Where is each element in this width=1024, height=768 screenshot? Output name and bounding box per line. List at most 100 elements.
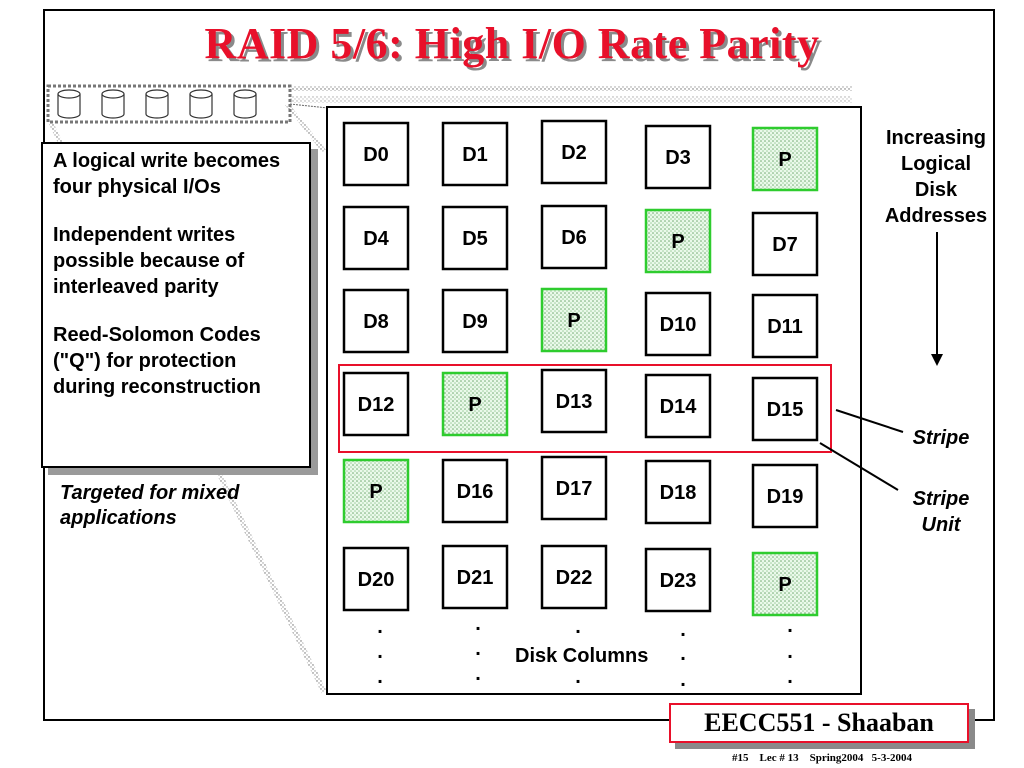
- block-box: [540, 455, 608, 521]
- continuation-dot: .: [377, 666, 383, 688]
- disk-cylinder-icon: [101, 89, 125, 119]
- block-label: D20: [358, 569, 395, 591]
- data-block: D13: [540, 368, 608, 434]
- block-label: P: [778, 574, 791, 596]
- block-box: [342, 458, 410, 524]
- continuation-dot: .: [787, 641, 793, 663]
- data-block: D10: [644, 291, 712, 357]
- block-label: P: [671, 231, 684, 253]
- zoom-band-top: [290, 86, 852, 91]
- zoom-band-top-shadow: [290, 96, 852, 103]
- continuation-dot: .: [377, 641, 383, 663]
- data-block: D6: [540, 204, 608, 270]
- parity-block: P: [342, 458, 410, 524]
- block-box: [540, 368, 608, 434]
- stripe-unit-label: Stripe Unit: [896, 486, 986, 538]
- stripe-label: Stripe: [912, 427, 970, 449]
- parity-block: P: [540, 287, 608, 353]
- block-label: D6: [561, 227, 587, 249]
- block-label: D5: [462, 228, 488, 250]
- disk-cylinder-icon: [57, 89, 81, 119]
- description-box: A logical write becomes four physical I/…: [41, 142, 311, 468]
- block-label: D17: [556, 478, 593, 500]
- targeted-note: Targeted for mixed applications: [60, 482, 240, 529]
- block-box: [342, 288, 410, 354]
- data-block: D1: [441, 121, 509, 187]
- stripe-highlight: [338, 364, 832, 453]
- block-box: [644, 291, 712, 357]
- data-block: D3: [644, 124, 712, 190]
- slide-number: #15: [732, 752, 749, 764]
- data-block: D9: [441, 288, 509, 354]
- data-block: D7: [751, 211, 819, 277]
- point-independent-writes: Independent writes possible because of i…: [53, 224, 245, 298]
- parity-block: P: [644, 208, 712, 274]
- block-box: [540, 544, 608, 610]
- block-label: D9: [462, 311, 488, 333]
- data-block: D19: [751, 463, 819, 529]
- block-label: P: [468, 394, 481, 416]
- data-block: D8: [342, 288, 410, 354]
- block-label: D21: [457, 567, 494, 589]
- block-box: [540, 204, 608, 270]
- block-box: [342, 546, 410, 612]
- block-label: D14: [660, 396, 698, 418]
- continuation-dot: .: [475, 638, 481, 660]
- block-box: [342, 121, 410, 187]
- stripe-unit-line-1: Stripe: [912, 488, 970, 510]
- stripe-unit-pointer: [819, 442, 899, 491]
- block-label: P: [778, 149, 791, 171]
- zoom-band-inner: [285, 105, 326, 152]
- data-block: D20: [342, 546, 410, 612]
- increasing-line-1: Increasing: [885, 127, 987, 149]
- point-logical-write: A logical write becomes four physical I/…: [53, 150, 281, 198]
- block-box: [441, 205, 509, 271]
- data-block: D0: [342, 121, 410, 187]
- block-box: [342, 205, 410, 271]
- stripe-unit-line-2: Unit: [921, 514, 961, 536]
- lecture-number: Lec # 13: [759, 752, 799, 764]
- block-box: [644, 459, 712, 525]
- parity-block: P: [441, 371, 509, 437]
- block-box: [540, 287, 608, 353]
- block-label: D23: [660, 570, 697, 592]
- continuation-dot: .: [475, 613, 481, 635]
- data-block: D2: [540, 119, 608, 185]
- data-block: D23: [644, 547, 712, 613]
- footer-date: 5-3-2004: [871, 752, 912, 764]
- block-label: D22: [556, 567, 593, 589]
- disk-cylinder-icon: [233, 89, 257, 119]
- data-block: D5: [441, 205, 509, 271]
- stripe-pointer: [835, 409, 904, 433]
- increasing-line-4: Addresses: [884, 205, 988, 227]
- continuation-dot: .: [377, 616, 383, 638]
- increasing-arrow: [931, 232, 943, 366]
- continuation-dot: .: [475, 663, 481, 685]
- block-box: [441, 371, 509, 437]
- data-block: D18: [644, 459, 712, 525]
- data-block: D11: [751, 293, 819, 359]
- disk-cylinder-icon: [189, 89, 213, 119]
- continuation-dot: .: [680, 669, 686, 691]
- block-box: [751, 211, 819, 277]
- block-label: D16: [457, 481, 494, 503]
- data-block: D17: [540, 455, 608, 521]
- block-label: P: [567, 310, 580, 332]
- block-label: D11: [767, 316, 803, 338]
- block-box: [441, 121, 509, 187]
- block-label: D7: [772, 234, 798, 256]
- block-label: D3: [665, 147, 691, 169]
- block-label: D19: [767, 486, 804, 508]
- data-block: D16: [441, 458, 509, 524]
- parity-block: P: [751, 126, 819, 192]
- block-label: D13: [556, 391, 593, 413]
- continuation-dots: ..............: [377, 613, 793, 691]
- block-label: D8: [363, 311, 389, 333]
- continuation-dot: .: [575, 666, 581, 688]
- block-box: [751, 126, 819, 192]
- block-box: [751, 463, 819, 529]
- block-box: [441, 544, 509, 610]
- block-label: D12: [358, 394, 395, 416]
- block-label: D15: [767, 399, 804, 421]
